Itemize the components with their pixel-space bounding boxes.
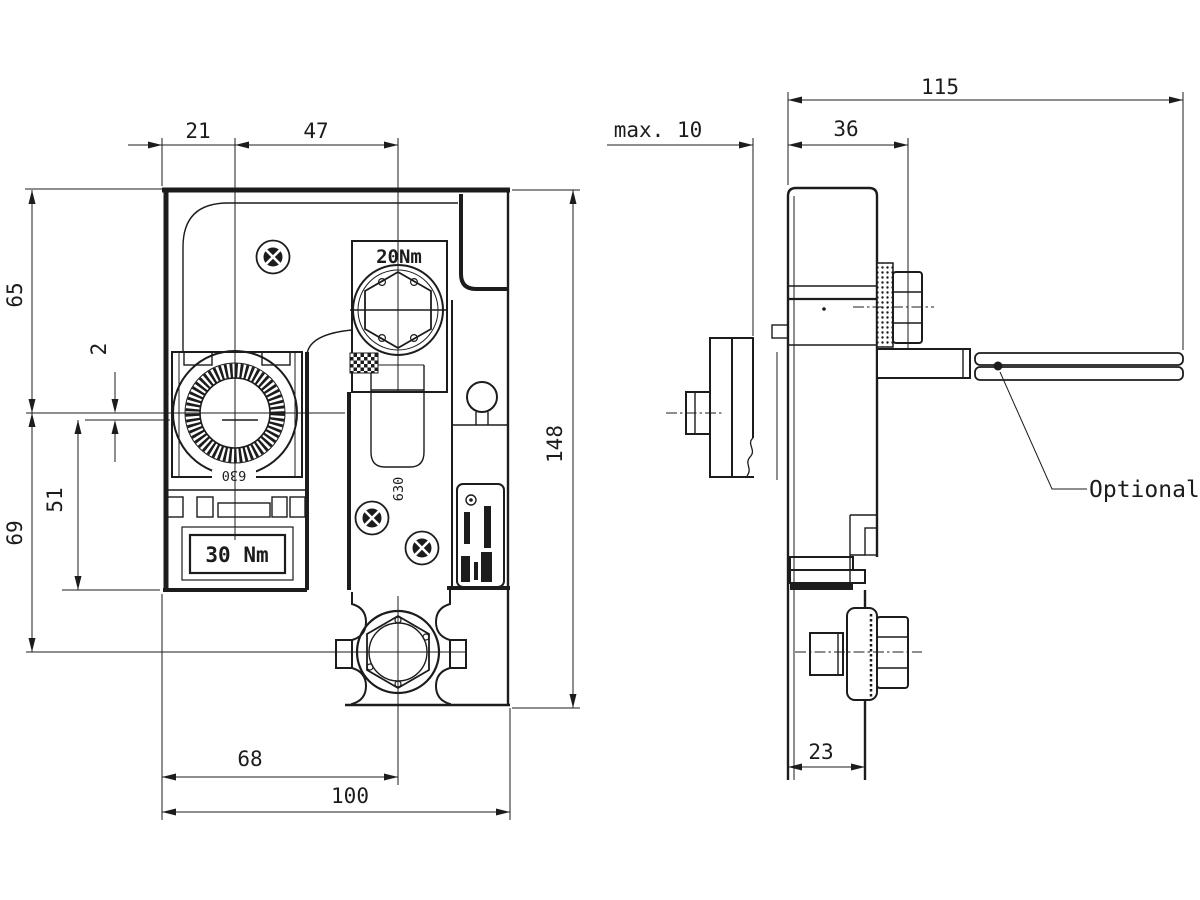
dim-top-left: 21 — [185, 119, 210, 143]
dim-left-upper: 65 — [3, 282, 27, 307]
knurl-edge — [876, 262, 894, 348]
front-dial-knob: 630 — [166, 350, 306, 518]
front-dimensions: 21 47 65 2 51 69 148 68 100 — [3, 119, 580, 820]
side-mid-bracket — [789, 514, 878, 590]
dim-left-gap: 2 — [87, 343, 111, 356]
slot-code-label: 630 — [391, 477, 407, 501]
front-torque-plate-30nm: 30 Nm — [181, 526, 294, 581]
dim-clearance: max. 10 — [614, 118, 703, 142]
optional-note: Optional — [1089, 477, 1200, 503]
side-view: Optional 115 max. 10 36 23 — [607, 75, 1200, 780]
front-bottom-hex-port — [335, 590, 510, 707]
side-shaft-clamp — [666, 337, 756, 478]
side-optional-rod: Optional — [853, 306, 1200, 503]
dim-plate-width: 23 — [808, 740, 833, 764]
dial-code-label: 630 — [222, 467, 246, 483]
torx-screw-icon — [255, 239, 291, 275]
side-dimensions: 115 max. 10 36 23 — [607, 75, 1184, 771]
knurl-grip-pattern — [349, 352, 379, 374]
front-view: 20Nm 630 30 Nm — [3, 119, 580, 820]
dim-left-lower: 69 — [3, 520, 27, 545]
front-rating-plate — [452, 381, 508, 588]
front-screws — [255, 239, 440, 566]
side-body-outline — [771, 186, 923, 780]
dim-top-right: 47 — [303, 119, 328, 143]
front-body-outline — [162, 187, 510, 705]
dim-body-width: 36 — [833, 117, 858, 141]
dim-right-total: 148 — [543, 425, 567, 463]
dim-total-width: 115 — [921, 75, 959, 99]
dim-bottom-inner: 68 — [237, 747, 262, 771]
torx-screw-icon — [404, 530, 440, 566]
torque-label-30nm: 30 Nm — [205, 543, 268, 567]
dim-bottom-total: 100 — [331, 784, 369, 808]
torque-label-20nm: 20Nm — [376, 246, 422, 268]
front-inner-contours — [182, 202, 458, 468]
side-lower-bolt — [795, 607, 922, 701]
front-slot-code: 630 — [391, 477, 407, 501]
torx-screw-icon — [354, 500, 390, 536]
dim-left-mid: 51 — [43, 487, 67, 512]
